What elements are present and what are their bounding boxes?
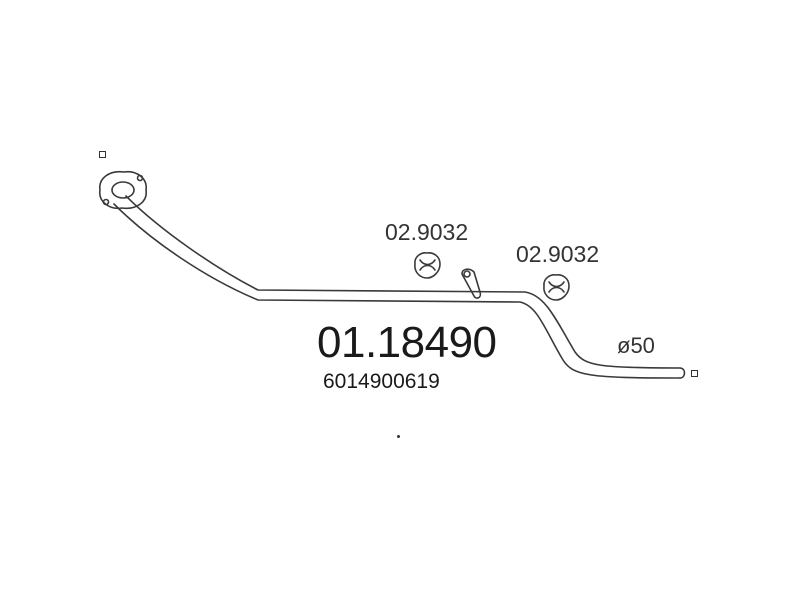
pipe-outline-lower bbox=[113, 203, 681, 379]
oe-number: 6014900619 bbox=[323, 370, 440, 393]
pipe-end-cap bbox=[679, 367, 686, 379]
pipe-end-marker bbox=[691, 370, 698, 377]
flange-bolt-hole-left bbox=[102, 198, 110, 206]
flange-bolt-hole-right bbox=[136, 174, 144, 182]
mount-label-b: 02.9032 bbox=[516, 241, 600, 267]
pipe-diameter-label: ø50 bbox=[617, 333, 655, 358]
pipe-start-marker bbox=[99, 151, 106, 158]
rubber-mount-a bbox=[414, 252, 441, 279]
part-number: 01.18490 bbox=[317, 318, 497, 367]
rubber-mount-b bbox=[543, 274, 570, 301]
dot-mark bbox=[397, 435, 400, 438]
hanger-bracket bbox=[461, 268, 482, 299]
inlet-flange bbox=[99, 170, 147, 210]
pipe-outline-upper bbox=[125, 195, 681, 369]
inlet-flange-bore bbox=[111, 181, 135, 199]
mount-label-a: 02.9032 bbox=[385, 219, 469, 245]
